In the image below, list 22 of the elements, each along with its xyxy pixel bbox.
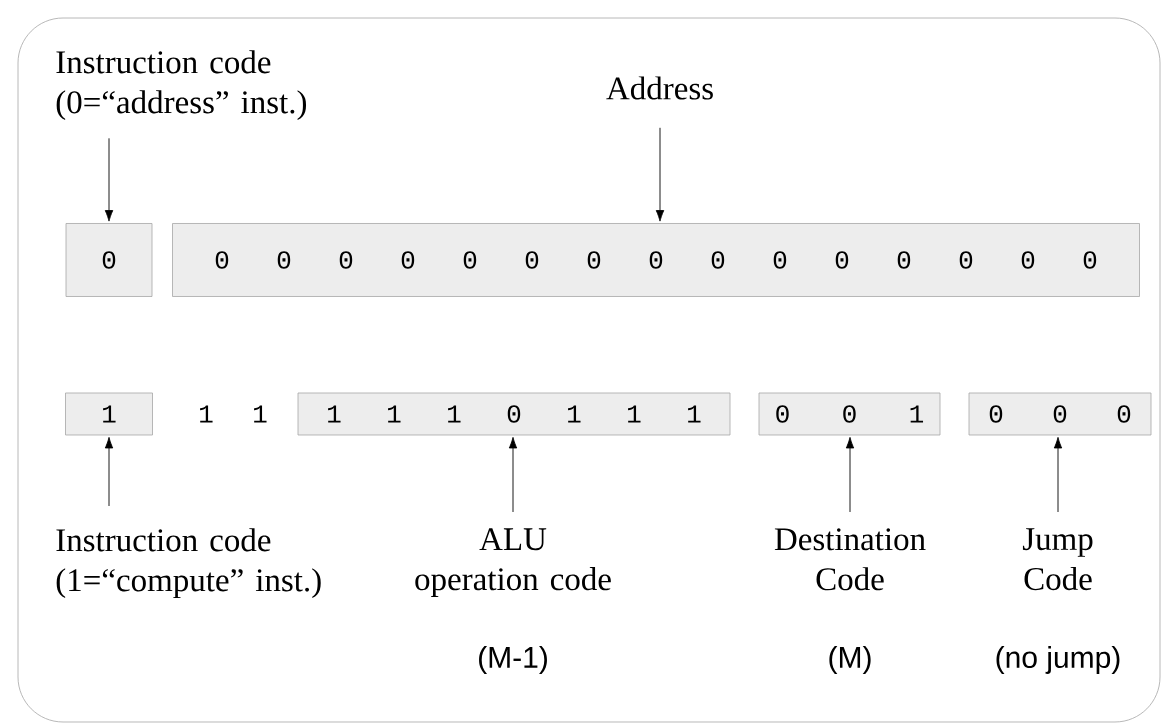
bit-digits: 1 1: [200, 405, 267, 423]
field-label: ALU operation code: [415, 528, 611, 597]
arrow: [655, 127, 665, 222]
bit-field-box: 0: [65, 223, 153, 297]
arrow: [508, 436, 518, 513]
field-label: Instruction code (1=“compute” inst.): [56, 528, 321, 599]
field-label: Instruction code (0=“address” inst.): [56, 50, 307, 121]
value-note: (M): [829, 646, 871, 674]
bit-field-box: 1: [65, 392, 153, 436]
bit-field-box: 1 1 1 0 1 1 1: [297, 392, 731, 436]
value-note: (M-1): [479, 646, 547, 674]
arrow: [104, 137, 114, 222]
field-label: Address: [606, 76, 713, 100]
field-label: Jump Code: [1022, 528, 1093, 591]
arrow: [845, 436, 855, 513]
bit-field-box: 0 0 0: [968, 392, 1152, 436]
bit-field-box: 0 0 0 0 0 0 0 0 0 0 0 0 0 0 0: [172, 223, 1140, 297]
value-note: (no jump): [996, 646, 1120, 674]
field-label: Destination Code: [774, 528, 926, 591]
arrow: [104, 436, 114, 507]
arrow: [1053, 436, 1063, 513]
bit-field-box: 0 0 1: [758, 392, 941, 436]
